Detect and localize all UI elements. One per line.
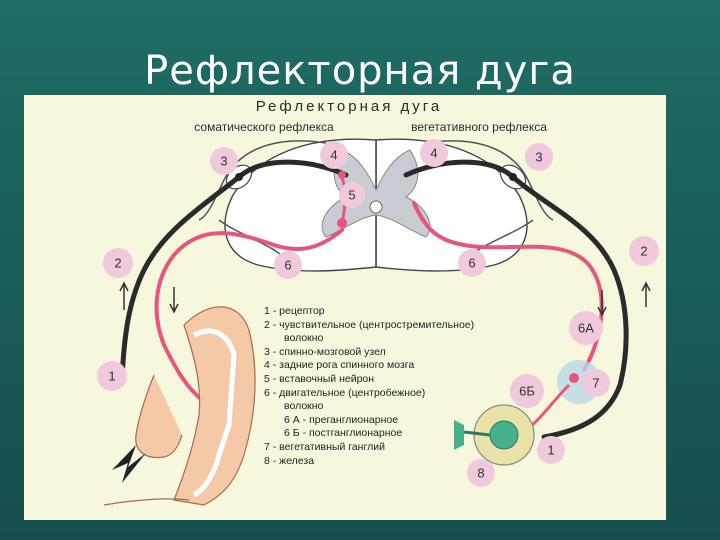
svg-text:4: 4 bbox=[430, 146, 437, 161]
svg-text:5: 5 bbox=[348, 188, 355, 203]
svg-text:3: 3 bbox=[535, 150, 542, 165]
diagram-panel: Рефлекторная дуга соматического рефлекса… bbox=[24, 95, 666, 520]
marker-2-right: 2 bbox=[629, 236, 659, 266]
svg-text:6А: 6А bbox=[578, 321, 594, 336]
marker-1-right: 1 bbox=[537, 436, 565, 464]
sensory-neuron-body-left bbox=[235, 173, 243, 181]
svg-text:6: 6 bbox=[468, 256, 475, 271]
marker-5: 5 bbox=[339, 182, 365, 208]
legend-item: 6 - двигательное (центробежное) bbox=[264, 387, 534, 401]
legend-item: 4 - задние рога спинного мозга bbox=[264, 359, 534, 373]
legend-item: волокно bbox=[264, 400, 534, 414]
spinal-cord bbox=[225, 139, 527, 271]
svg-text:4: 4 bbox=[330, 148, 337, 163]
svg-text:6: 6 bbox=[284, 258, 291, 273]
legend-item: 5 - вставочный нейрон bbox=[264, 373, 534, 387]
subtitle-right: вегетативного рефлекса bbox=[411, 120, 547, 134]
marker-3-right: 3 bbox=[525, 143, 553, 171]
svg-text:1: 1 bbox=[108, 369, 115, 384]
marker-6-right: 6 bbox=[458, 249, 486, 277]
legend-item: волокно bbox=[264, 332, 534, 346]
legend-item: 8 - железа bbox=[264, 455, 534, 469]
subtitle-left: соматического рефлекса bbox=[194, 120, 334, 134]
marker-3-left: 3 bbox=[210, 147, 238, 175]
marker-1-left: 1 bbox=[97, 361, 127, 391]
legend-item: 1 - рецептор bbox=[264, 305, 534, 319]
svg-text:2: 2 bbox=[640, 244, 647, 259]
slide-title: Рефлекторная дуга bbox=[0, 48, 720, 94]
svg-text:3: 3 bbox=[220, 154, 227, 169]
diagram-heading: Рефлекторная дуга bbox=[256, 98, 443, 115]
marker-6a: 6А bbox=[569, 311, 603, 345]
svg-text:2: 2 bbox=[114, 256, 121, 271]
marker-4-left: 4 bbox=[320, 141, 348, 169]
legend-item: 6 А - преганглионарное bbox=[264, 414, 534, 428]
arrow-up-right bbox=[642, 283, 650, 307]
legend: 1 - рецептор 2 - чувствительное (центрос… bbox=[264, 305, 534, 468]
legend-item: 2 - чувствительное (центростремительное) bbox=[264, 319, 534, 333]
marker-7: 7 bbox=[582, 369, 610, 397]
arrow-down-left bbox=[170, 287, 178, 312]
legend-item: 7 - вегетативный ганглий bbox=[264, 441, 534, 455]
sensory-neuron-body-right bbox=[509, 173, 517, 181]
legend-item: 6 Б - постганглионарное bbox=[264, 427, 534, 441]
arrow-up-left bbox=[120, 283, 128, 310]
svg-text:1: 1 bbox=[547, 443, 554, 458]
marker-6-left: 6 bbox=[274, 251, 302, 279]
svg-text:7: 7 bbox=[592, 376, 599, 391]
marker-2-left: 2 bbox=[103, 248, 133, 278]
marker-4-right: 4 bbox=[420, 139, 448, 167]
legend-item: 3 - спинно-мозговой узел bbox=[264, 346, 534, 360]
